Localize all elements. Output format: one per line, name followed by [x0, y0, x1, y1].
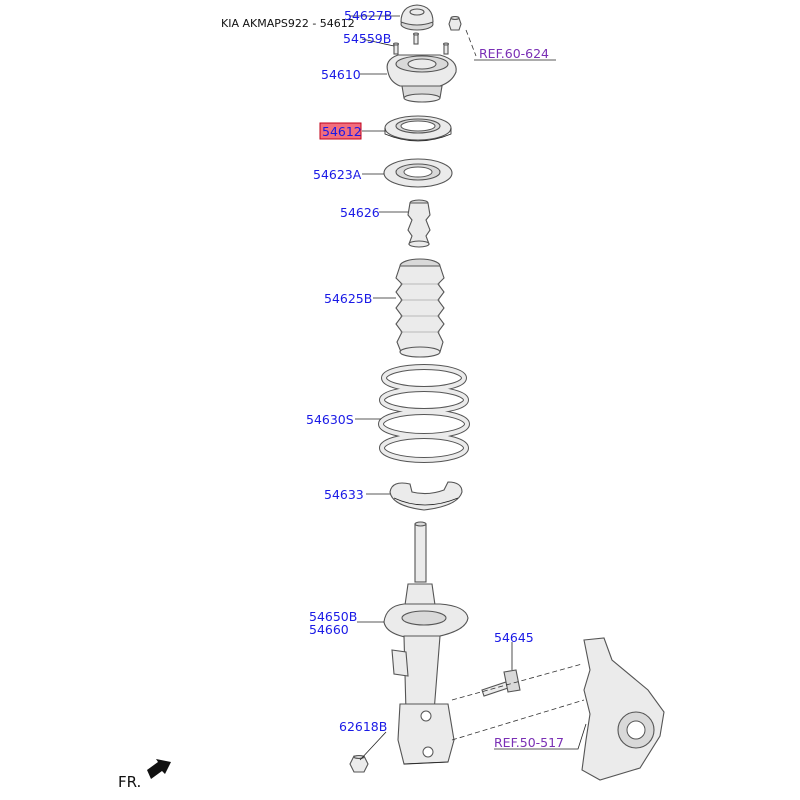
part-54633-spring-pad[interactable] — [389, 481, 463, 511]
label-54612[interactable]: 54612 — [322, 124, 362, 139]
ref-50-517[interactable]: REF.50-517 — [494, 735, 564, 750]
label-54623a[interactable]: 54623A — [313, 167, 362, 182]
label-62618b[interactable]: 62618B — [339, 719, 387, 734]
steering-knuckle — [581, 637, 665, 781]
label-54630s[interactable]: 54630S — [306, 412, 354, 427]
label-54633[interactable]: 54633 — [324, 487, 364, 502]
front-direction-label: FR. — [118, 773, 141, 791]
label-54660[interactable]: 54660 — [309, 622, 349, 637]
part-54623a-spring-seat[interactable] — [383, 158, 453, 188]
part-62618b-nut[interactable] — [349, 754, 369, 773]
ref-60-624[interactable]: REF.60-624 — [479, 46, 549, 61]
label-54625b[interactable]: 54625B — [324, 291, 372, 306]
part-54645-bolt[interactable] — [481, 669, 521, 697]
part-54612-bearing[interactable] — [384, 115, 452, 142]
front-arrow-icon — [147, 759, 171, 779]
part-54610-strut-mount[interactable] — [386, 54, 457, 103]
label-54626[interactable]: 54626 — [340, 205, 380, 220]
top-nut — [448, 15, 462, 31]
part-54559b-stud[interactable] — [392, 32, 450, 55]
label-54645[interactable]: 54645 — [494, 630, 534, 645]
part-54650b-strut-assembly[interactable] — [383, 521, 469, 765]
assembly-dash-lines — [451, 29, 585, 741]
part-54625b-dust-boot[interactable] — [395, 258, 445, 358]
label-54610[interactable]: 54610 — [321, 67, 361, 82]
spring-fill — [379, 365, 469, 462]
leader-lines — [349, 15, 587, 761]
part-54626-bump-stopper[interactable] — [407, 199, 431, 248]
diagram-header: KIA AKMAPS922 - 54612 — [221, 17, 355, 30]
label-54627b[interactable]: 54627B — [344, 8, 392, 23]
label-54559b[interactable]: 54559B — [343, 31, 391, 46]
label-54612-highlight — [319, 122, 362, 140]
part-54627b-cap[interactable] — [400, 4, 434, 31]
label-54650b[interactable]: 54650B — [309, 609, 357, 624]
